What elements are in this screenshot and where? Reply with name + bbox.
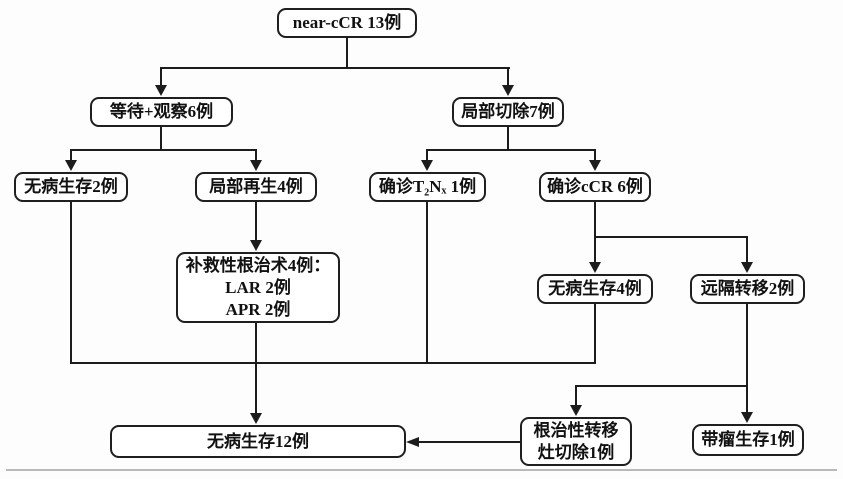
connector-to-radical (575, 385, 577, 405)
connector-root-stem (346, 38, 348, 68)
node-label: 等待+观察6例 (109, 102, 214, 121)
arrowhead-down-icon (250, 413, 262, 424)
node-ccr6: 确诊cCR 6例 (539, 172, 651, 202)
node-label-line: 根治性转移 (533, 420, 619, 440)
node-tumor-survival: 带瘤生存1例 (692, 424, 804, 456)
node-label: 确诊cCR 6例 (547, 177, 643, 196)
connector-to-t2nx (426, 149, 428, 161)
arrowhead-down-icon (589, 160, 601, 171)
arrowhead-down-icon (250, 160, 262, 171)
arrowhead-down-icon (421, 160, 433, 171)
node-label: 局部再生4例 (209, 177, 303, 196)
page-rule-line (6, 469, 837, 471)
connector-to-dfs4 (594, 236, 596, 263)
connector-distant-rail (575, 385, 748, 387)
connector-t2nx-down (426, 202, 428, 364)
arrowhead-down-icon (741, 412, 753, 423)
node-label: 无病生存12例 (207, 431, 309, 451)
node-label: 局部切除7例 (461, 102, 555, 121)
connector-ccr6-stem (594, 202, 596, 238)
connector-level1-rail (160, 67, 510, 69)
node-label: 带瘤生存1例 (701, 430, 795, 449)
connector-to-distant (746, 236, 748, 263)
connector-distant-down (746, 304, 748, 412)
connector-to-ccr6 (594, 149, 596, 161)
node-t2nx: 确诊T₂Nₓ 1例 (369, 172, 486, 202)
node-label-line: APR 2例 (225, 299, 291, 319)
node-label: 无病生存2例 (24, 177, 118, 196)
connector-to-regrowth (255, 149, 257, 161)
arrowhead-down-icon (155, 85, 167, 96)
node-label-line: LAR 2例 (225, 277, 291, 297)
node-dfs12: 无病生存12例 (110, 425, 406, 458)
node-label-line: 补救性根治术4例： (185, 255, 331, 275)
node-near-ccr: near-cCR 13例 (277, 8, 417, 38)
node-label: near-cCR 13例 (292, 13, 402, 32)
arrowhead-down-icon (502, 85, 514, 96)
arrowhead-down-icon (65, 160, 77, 171)
connector-radical-to-dfs12 (418, 441, 520, 443)
node-distant-metastasis: 远隔转移2例 (690, 274, 805, 304)
connector-merge-rail (70, 362, 596, 364)
connector-to-dfs2 (70, 149, 72, 161)
node-dfs4: 无病生存4例 (537, 274, 653, 304)
connector-wait-stem (160, 127, 162, 150)
arrowhead-down-icon (589, 262, 601, 273)
connector-ccr6-rail (594, 236, 748, 238)
connector-excision-stem (507, 127, 509, 150)
connector-excision-rail (426, 149, 596, 151)
arrowhead-down-icon (570, 405, 582, 416)
node-local-excision: 局部切除7例 (452, 97, 564, 127)
arrowhead-left-icon (406, 437, 419, 447)
node-regrowth: 局部再生4例 (195, 172, 317, 202)
connector-to-excision (507, 67, 509, 86)
connector-to-wait (160, 67, 162, 86)
connector-dfs4-down (594, 304, 596, 364)
arrowhead-down-icon (741, 262, 753, 273)
connector-salvage-down (255, 323, 257, 413)
node-label: 确诊T₂Nₓ 1例 (378, 177, 477, 196)
node-salvage-surgery: 补救性根治术4例： LAR 2例 APR 2例 (176, 252, 340, 323)
node-wait-watch: 等待+观察6例 (90, 97, 233, 127)
node-label-line: 灶切除1例 (537, 442, 615, 462)
node-label: 远隔转移2例 (700, 279, 795, 298)
connector-dfs2-down (70, 202, 72, 364)
node-label: 无病生存4例 (548, 279, 642, 298)
node-radical-metastasectomy: 根治性转移 灶切除1例 (520, 417, 632, 466)
connector-to-salvage (255, 202, 257, 241)
connector-wait-rail (70, 149, 257, 151)
arrowhead-down-icon (250, 240, 262, 251)
node-dfs2: 无病生存2例 (14, 172, 128, 202)
